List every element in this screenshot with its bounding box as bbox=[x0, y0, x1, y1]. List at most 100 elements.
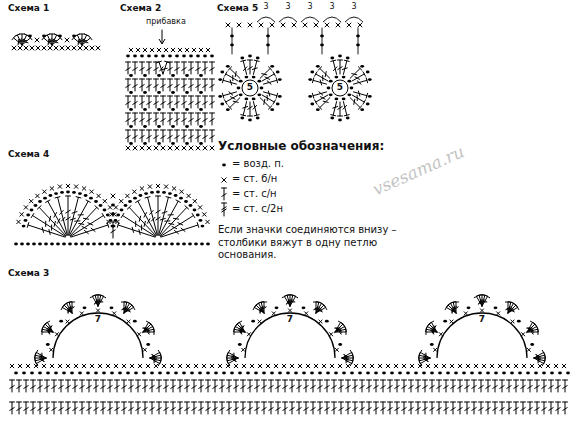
stitch-line bbox=[187, 194, 191, 198]
stitch-line bbox=[248, 107, 252, 110]
stitch-line bbox=[506, 364, 510, 368]
stitch-line bbox=[80, 34, 85, 35]
stitch-line bbox=[264, 380, 265, 392]
stitch-line bbox=[148, 185, 152, 189]
stitch-line bbox=[17, 380, 22, 381]
stitch-line bbox=[147, 85, 151, 88]
chain-dot bbox=[198, 372, 202, 375]
stitch-line bbox=[140, 85, 144, 88]
stitch-line bbox=[208, 380, 209, 392]
stitch-line bbox=[327, 380, 328, 392]
chain-dot bbox=[38, 200, 42, 203]
stitch-line bbox=[54, 213, 57, 218]
stitch-line bbox=[210, 146, 214, 150]
stitch-line bbox=[523, 402, 524, 414]
chain-dot bbox=[150, 191, 154, 194]
chain-dot bbox=[430, 343, 434, 346]
stitch-line bbox=[213, 408, 217, 411]
stitch-line bbox=[182, 119, 186, 122]
stitch-line bbox=[233, 101, 238, 102]
stitch-line bbox=[174, 218, 179, 220]
stitch-line bbox=[127, 206, 131, 209]
stitch-line bbox=[538, 330, 539, 335]
chain-dot bbox=[182, 55, 186, 58]
stitch-line bbox=[334, 380, 335, 392]
stitch-line bbox=[530, 364, 534, 368]
stitch-line bbox=[182, 146, 186, 150]
stitch-line bbox=[276, 386, 280, 389]
chain-dot bbox=[238, 343, 242, 346]
stitch-line bbox=[75, 380, 76, 392]
stitch-line bbox=[150, 48, 154, 52]
stitch-line bbox=[17, 35, 22, 45]
stitch-line bbox=[394, 364, 398, 368]
stitch-line bbox=[253, 102, 256, 116]
stitch-line bbox=[72, 46, 76, 50]
stitch-line bbox=[409, 408, 413, 411]
arrow-head bbox=[159, 39, 165, 44]
stitch-line bbox=[514, 408, 518, 411]
chain-dot bbox=[278, 372, 282, 375]
chain-dot bbox=[302, 372, 306, 375]
chain-dot bbox=[338, 119, 342, 122]
stitch-line bbox=[325, 402, 330, 403]
stitch-line bbox=[342, 355, 353, 358]
stitch-line bbox=[563, 380, 568, 381]
stitch-line bbox=[58, 185, 62, 189]
stitch-line bbox=[546, 364, 550, 368]
chain-dot bbox=[110, 243, 114, 246]
chain-dot bbox=[184, 200, 188, 203]
stitch-line bbox=[132, 305, 135, 309]
stitch-line bbox=[59, 408, 63, 411]
chain-dot bbox=[158, 372, 162, 375]
stitch-line bbox=[194, 364, 198, 368]
stitch-line bbox=[502, 402, 503, 414]
stitch-line bbox=[416, 402, 421, 403]
stitch-line bbox=[147, 136, 151, 139]
chain-dot bbox=[74, 243, 78, 246]
stitch-line bbox=[203, 213, 207, 217]
stitch-line bbox=[450, 364, 454, 368]
stitch-line bbox=[335, 329, 346, 332]
stitch-line bbox=[196, 96, 201, 97]
stitch-line bbox=[210, 364, 214, 368]
stitch-line bbox=[111, 222, 116, 223]
stitch-line bbox=[226, 23, 230, 27]
stitch-line bbox=[199, 48, 203, 52]
stitch-line bbox=[353, 386, 357, 389]
stitch-line bbox=[154, 96, 159, 97]
stitch-line bbox=[205, 113, 206, 125]
stitch-line bbox=[264, 402, 265, 414]
stitch-line bbox=[210, 79, 215, 80]
chain-dot bbox=[129, 125, 133, 128]
chain-dot bbox=[334, 372, 338, 375]
chain-dot bbox=[66, 191, 70, 194]
stitch-line bbox=[66, 320, 69, 323]
stitch-line bbox=[198, 62, 199, 74]
stitch-line bbox=[60, 46, 64, 50]
stitch-line bbox=[136, 408, 140, 411]
chain-dot bbox=[278, 78, 282, 81]
stitch-line bbox=[126, 146, 130, 150]
stitch-line bbox=[458, 380, 463, 381]
stitch-line bbox=[465, 386, 469, 389]
stitch-line bbox=[84, 46, 88, 50]
stitch-line bbox=[362, 364, 366, 368]
stitch-line bbox=[19, 402, 20, 414]
stitch-line bbox=[467, 402, 468, 414]
chain-dot bbox=[164, 243, 168, 246]
stitch-line bbox=[458, 364, 462, 368]
stitch-line bbox=[153, 358, 154, 363]
stitch-line bbox=[419, 358, 430, 361]
stitch-line bbox=[89, 402, 90, 414]
stitch-line bbox=[299, 380, 300, 392]
stitch-line bbox=[208, 402, 209, 414]
chain-dot bbox=[203, 55, 207, 58]
stitch-line bbox=[159, 201, 178, 235]
stitch-line bbox=[306, 364, 310, 368]
stitch-line bbox=[147, 219, 150, 224]
stitch-line bbox=[210, 119, 214, 122]
chain-dot bbox=[510, 372, 514, 375]
stitch-line bbox=[18, 46, 22, 50]
stitch-line bbox=[80, 380, 85, 381]
